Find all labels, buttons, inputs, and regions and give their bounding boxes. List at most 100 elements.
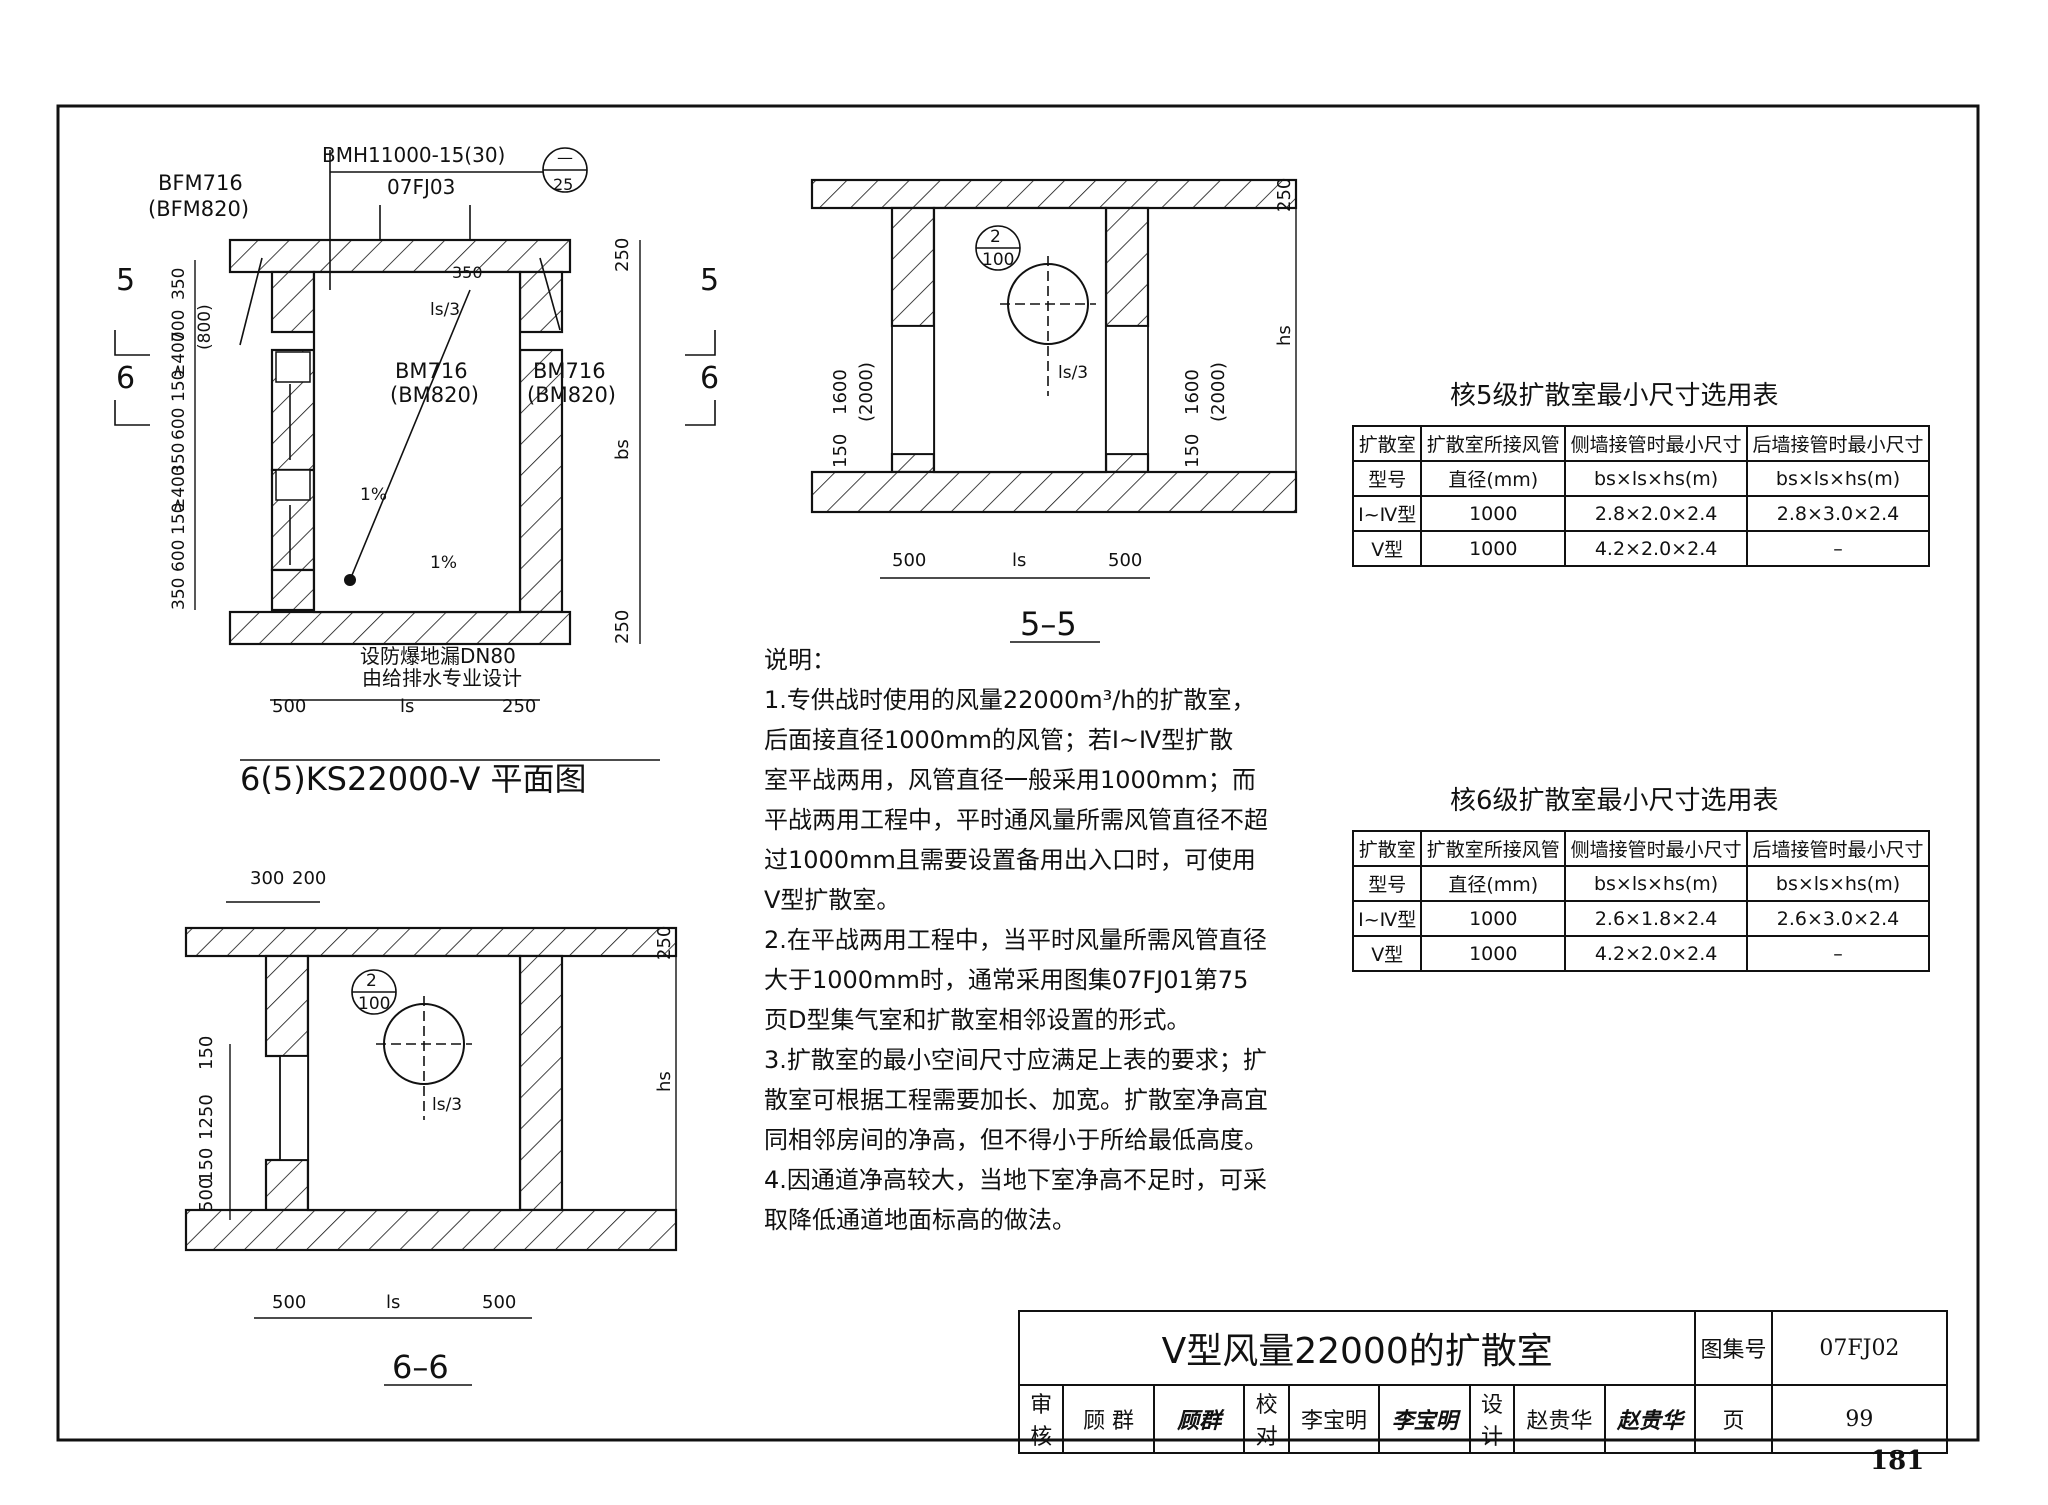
sec66-left-150b: 150 <box>196 1148 217 1182</box>
table6-cell: 2.6×3.0×2.4 <box>1746 900 1930 937</box>
plan-inner-dim: 350 <box>452 263 483 282</box>
plan-title: 6(5)KS22000-V 平面图 <box>240 760 587 798</box>
sec66-circle-bottom: 100 <box>358 994 390 1014</box>
table6-cell: 4.2×2.0×2.4 <box>1564 935 1749 972</box>
table6-cell: 2.6×1.8×2.4 <box>1564 900 1749 937</box>
plan-section5-right: 5 <box>700 263 719 298</box>
design-label: 设计 <box>1468 1384 1516 1454</box>
plan-dim-b1: 500 <box>272 696 306 717</box>
reviewer-signature: 顾群 <box>1152 1384 1246 1454</box>
notes-line: 1.专供战时使用的风量22000m³/h的扩散室， <box>764 686 1256 714</box>
sec66-left-500: 500 <box>196 1178 217 1212</box>
plan-dim-alt: (800) <box>195 304 215 350</box>
notes-line: 同相邻房间的净高，但不得小于所给最低高度。 <box>764 1126 1268 1154</box>
notes-line: 2.在平战两用工程中，当平时风量所需风管直径 <box>764 926 1267 954</box>
plan-dim-l5: 150 <box>169 370 189 402</box>
sec55-hs: hs <box>1274 325 1295 346</box>
table6-header: 扩散室 <box>1351 830 1423 867</box>
sec55-dim-b3: 500 <box>1108 550 1142 571</box>
plan-dim-r3: 250 <box>612 610 633 644</box>
sec55-top-dim: 250 <box>1274 178 1295 212</box>
table5: 扩散室 扩散室所接风管 侧墙接管时最小尺寸 后墙接管时最小尺寸 型号 直径(mm… <box>1351 425 1930 567</box>
page-label: 页 <box>1694 1384 1773 1454</box>
table-row: Ⅰ~Ⅳ型 1000 2.8×2.0×2.4 2.8×3.0×2.4 <box>1351 495 1930 532</box>
review-label: 审核 <box>1017 1384 1065 1454</box>
table5-title: 核5级扩散室最小尺寸选用表 <box>1450 381 1779 411</box>
table6-subheader: 直径(mm) <box>1420 865 1567 902</box>
notes-line: 大于1000mm时，通常采用图集07FJ01第75 <box>764 966 1249 994</box>
table6-title: 核6级扩散室最小尺寸选用表 <box>1450 786 1779 816</box>
plan-slope1: 1% <box>360 485 387 505</box>
plan-dim-l4: ≥400 <box>169 331 189 378</box>
notes-line: 后面接直径1000mm的风管；若Ⅰ~Ⅳ型扩散 <box>764 726 1234 754</box>
table-row: Ⅰ~Ⅳ型 1000 2.6×1.8×2.4 2.6×3.0×2.4 <box>1351 900 1930 937</box>
table-row: Ⅴ型 1000 4.2×2.0×2.4 – <box>1351 935 1930 972</box>
sec66-dim-b3: 500 <box>482 1292 516 1313</box>
plan-view: BMH11000-15(30) 07FJ03 — 25 BFM716 (BFM8… <box>114 143 719 798</box>
plan-door-mid-alt: (BM820) <box>390 383 479 407</box>
plan-door-right-alt: (BM820) <box>527 383 616 407</box>
table5-subheader: bs×ls×hs(m) <box>1746 460 1930 497</box>
table6-subheader: bs×ls×hs(m) <box>1746 865 1930 902</box>
sec55-right-150: 150 <box>1182 434 1203 468</box>
plan-dim-l6: 600 <box>169 408 189 440</box>
table5-cell: 4.2×2.0×2.4 <box>1564 530 1749 567</box>
sec55-title: 5–5 <box>1020 605 1077 643</box>
design-notes: 说明： 1.专供战时使用的风量22000m³/h的扩散室， 后面接直径1000m… <box>764 640 1284 1240</box>
sec66-title: 6–6 <box>392 1348 449 1386</box>
plan-callout-top: BMH11000-15(30) <box>322 143 505 167</box>
sec55-left-2000: (2000) <box>856 362 877 422</box>
sec55-right-2000: (2000) <box>1208 362 1229 422</box>
section-5-5: 2 100 ls/3 1600 (2000) 150 1600 (2000) 1… <box>810 178 1298 643</box>
table6-cell: Ⅰ~Ⅳ型 <box>1351 900 1423 937</box>
plan-ls3: ls/3 <box>430 300 460 320</box>
notes-line: 取降低通道地面标高的做法。 <box>764 1206 1076 1234</box>
plan-dim-bs: bs <box>612 439 633 460</box>
sec66-circle-top: 2 <box>366 971 377 991</box>
sec66-ls3: ls/3 <box>432 1095 462 1115</box>
plan-door-left-alt: (BFM820) <box>148 197 249 221</box>
drawing-title: Ⅴ型风量22000的扩散室 <box>1017 1310 1697 1386</box>
designer-signature: 赵贵华 <box>1603 1384 1697 1454</box>
plan-drain-note2: 由给排水专业设计 <box>362 666 522 690</box>
sec66-left-150a: 150 <box>196 1036 217 1070</box>
table5-subheader: 型号 <box>1351 460 1423 497</box>
reviewer-name: 顾 群 <box>1062 1384 1155 1454</box>
plan-dim-l7: 350 <box>169 443 189 475</box>
plan-section6-right: 6 <box>700 361 719 396</box>
plan-dim-b3: 250 <box>502 696 536 717</box>
plan-slope2: 1% <box>430 553 457 573</box>
checker-name: 李宝明 <box>1287 1384 1381 1454</box>
notes-line: 过1000mm且需要设置备用出入口时，可使用 <box>764 846 1256 874</box>
check-label: 校对 <box>1243 1384 1290 1454</box>
table5-cell: 1000 <box>1420 530 1567 567</box>
sec55-left-150: 150 <box>830 434 851 468</box>
sec55-left-1600: 1600 <box>830 369 851 415</box>
notes-line: 页D型集气室和扩散室相邻设置的形式。 <box>764 1006 1191 1034</box>
notes-line: Ⅴ型扩散室。 <box>764 886 901 914</box>
sec55-ls3: ls/3 <box>1058 363 1088 383</box>
table5-cell: 1000 <box>1420 495 1567 532</box>
table5-cell: Ⅰ~Ⅳ型 <box>1351 495 1423 532</box>
sec66-left-1250: 1250 <box>196 1094 217 1140</box>
table5-header: 扩散室 <box>1351 425 1423 462</box>
table6-header: 扩散室所接风管 <box>1420 830 1567 867</box>
plan-door-mid: BM716 <box>395 359 468 383</box>
plan-door-right: BM716 <box>533 359 606 383</box>
plan-callout-circle-top: — <box>557 148 573 167</box>
sec66-dim-b1: 500 <box>272 1292 306 1313</box>
table6-cell: Ⅴ型 <box>1351 935 1423 972</box>
table6-subheader: bs×ls×hs(m) <box>1564 865 1749 902</box>
notes-line: 室平战两用，风管直径一般采用1000mm；而 <box>764 766 1256 794</box>
table5-cell: Ⅴ型 <box>1351 530 1423 567</box>
table5-header: 扩散室所接风管 <box>1420 425 1567 462</box>
table-row: Ⅴ型 1000 4.2×2.0×2.4 – <box>1351 530 1930 567</box>
plan-callout-circle-bottom: 25 <box>553 175 573 194</box>
plan-dim-l9: 150 <box>169 503 189 535</box>
table6: 扩散室 扩散室所接风管 侧墙接管时最小尺寸 后墙接管时最小尺寸 型号 直径(mm… <box>1351 830 1930 972</box>
plan-section5-left: 5 <box>116 263 135 298</box>
book-page-number: 181 <box>1870 1446 1925 1476</box>
table5-header: 侧墙接管时最小尺寸 <box>1564 425 1749 462</box>
table5-cell: 2.8×3.0×2.4 <box>1746 495 1930 532</box>
